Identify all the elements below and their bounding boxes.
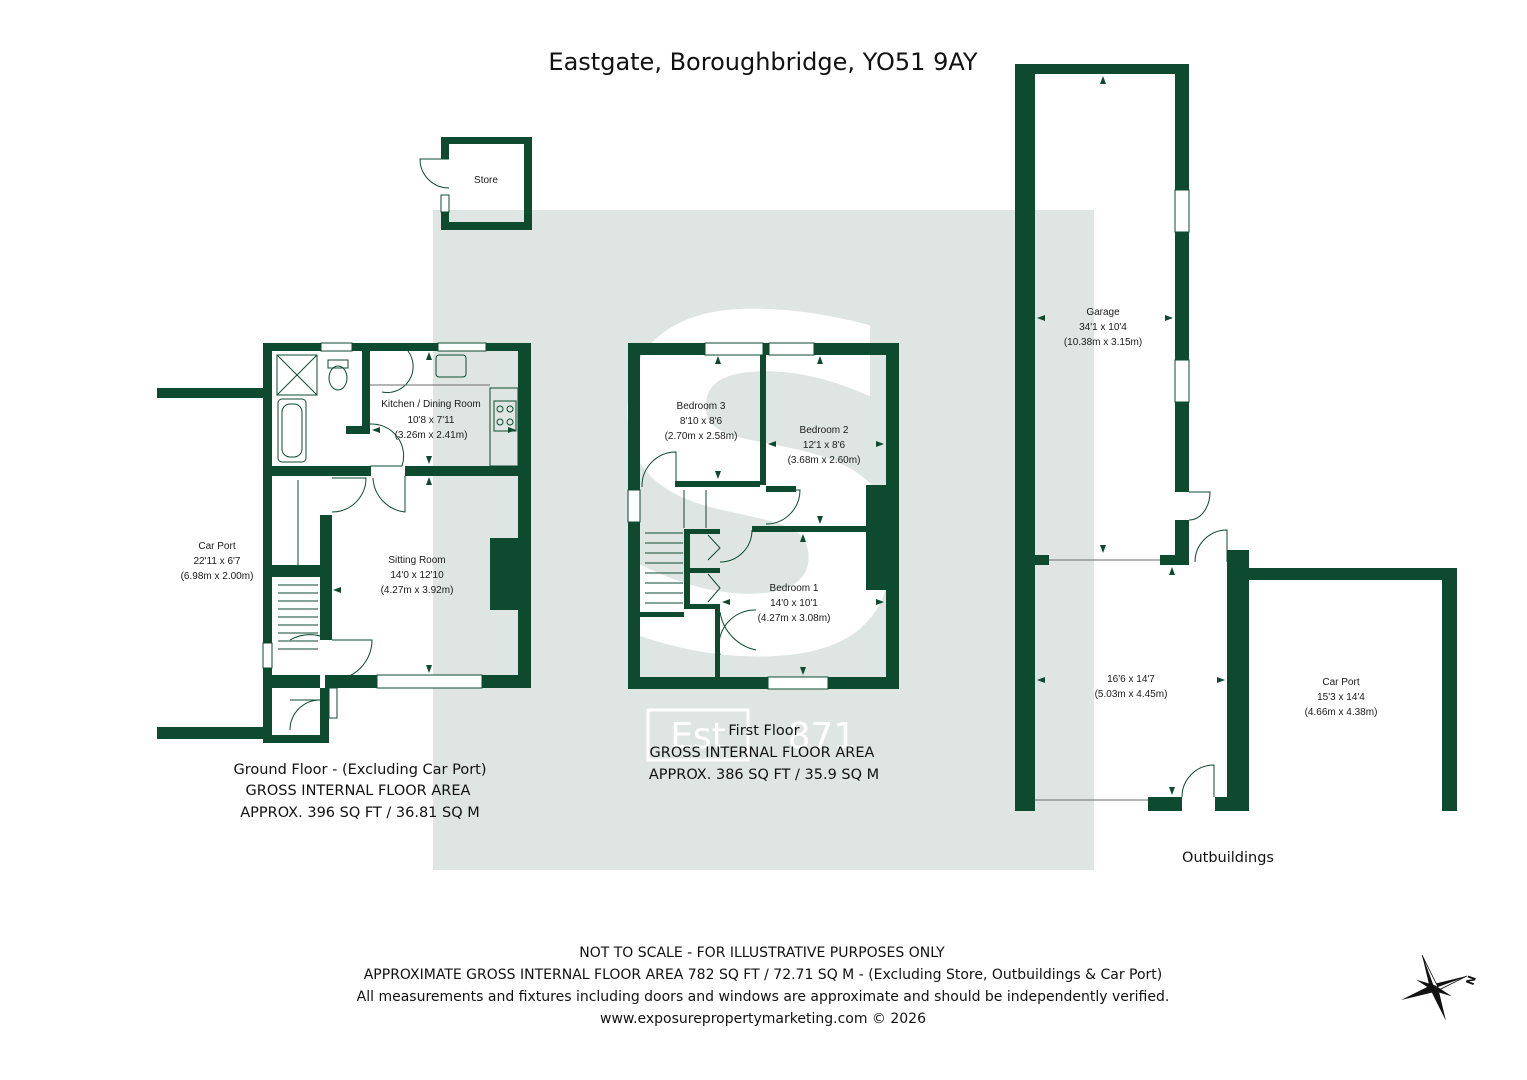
sitting-room-name: Sitting Room <box>388 555 445 566</box>
footer-line2: APPROXIMATE GROSS INTERNAL FLOOR AREA 78… <box>364 967 1163 983</box>
ground-caption-line2: GROSS INTERNAL FLOOR AREA <box>246 783 471 799</box>
bedroom2-metric: (3.68m x 2.60m) <box>788 455 861 466</box>
page-title: Eastgate, Boroughbridge, YO51 9AY <box>548 48 977 76</box>
bedroom1-imperial: 14'0 x 10'1 <box>770 598 818 609</box>
ground-floor-plan: Kitchen / Dining Room 10'8 x 7'11 (3.26m… <box>157 342 531 743</box>
store-label: Store <box>474 175 498 186</box>
bedroom3-name: Bedroom 3 <box>677 401 726 412</box>
bedroom1-metric: (4.27m x 3.08m) <box>758 613 831 624</box>
kitchen-imperial: 10'8 x 7'11 <box>407 415 454 426</box>
compass-icon <box>1401 954 1468 1021</box>
footer-line3: All measurements and fixtures including … <box>357 989 1170 1005</box>
first-floor-plan: Bedroom 3 8'10 x 8'6 (2.70m x 2.58m) Bed… <box>627 342 899 690</box>
bedroom2-name: Bedroom 2 <box>800 425 849 436</box>
carport-right-metric: (4.66m x 4.38m) <box>1305 707 1378 718</box>
kitchen-metric: (3.26m x 2.41m) <box>395 430 468 441</box>
watermark-panel <box>433 210 1094 870</box>
captions: Ground Floor - (Excluding Car Port) GROS… <box>233 723 1273 866</box>
watermark-est-box <box>646 708 750 762</box>
first-caption-line3: APPROX. 386 SQ FT / 35.9 SQ M <box>649 767 879 783</box>
carport-right-imperial: 15'3 x 14'4 <box>1317 692 1365 703</box>
garage-metric: (10.38m x 3.15m) <box>1064 337 1142 348</box>
footer: NOT TO SCALE - FOR ILLUSTRATIVE PURPOSES… <box>357 945 1170 1027</box>
bedroom3-imperial: 8'10 x 8'6 <box>680 416 723 427</box>
kitchen-name: Kitchen / Dining Room <box>381 399 481 410</box>
carport-left-name: Car Port <box>198 541 235 552</box>
bedroom1-name: Bedroom 1 <box>770 583 819 594</box>
store-plan: Store <box>419 137 532 230</box>
first-caption-line2: GROSS INTERNAL FLOOR AREA <box>650 745 875 761</box>
outbuilding-room-metric: (5.03m x 4.45m) <box>1095 689 1168 700</box>
first-caption-line1: First Floor <box>728 723 799 739</box>
ground-caption-line1: Ground Floor - (Excluding Car Port) <box>233 762 486 778</box>
outbuildings-caption: Outbuildings <box>1182 850 1274 866</box>
carport-left-metric: (6.98m x 2.00m) <box>181 571 254 582</box>
footer-line1: NOT TO SCALE - FOR ILLUSTRATIVE PURPOSES… <box>579 945 945 961</box>
garage-imperial: 34'1 x 10'4 <box>1079 322 1127 333</box>
bedroom3-metric: (2.70m x 2.58m) <box>665 431 738 442</box>
ground-caption-line3: APPROX. 396 SQ FT / 36.81 SQ M <box>240 805 480 821</box>
footer-line4: www.exposurepropertymarketing.com © 2026 <box>600 1011 926 1027</box>
sitting-room-imperial: 14'0 x 12'10 <box>390 570 444 581</box>
sitting-room-metric: (4.27m x 3.92m) <box>381 585 454 596</box>
watermark-est-text: Est <box>670 716 726 757</box>
garage-name: Garage <box>1086 307 1120 318</box>
bedroom2-imperial: 12'1 x 8'6 <box>803 440 846 451</box>
watermark-year-text: 871 <box>788 716 857 757</box>
carport-left-imperial: 22'11 x 6'7 <box>193 556 240 567</box>
compass-label: N <box>1464 974 1479 987</box>
outbuildings-plan: Garage 34'1 x 10'4 (10.38m x 3.15m) 16'6… <box>1015 64 1457 811</box>
outbuilding-room-imperial: 16'6 x 14'7 <box>1107 674 1155 685</box>
carport-right-name: Car Port <box>1322 677 1359 688</box>
